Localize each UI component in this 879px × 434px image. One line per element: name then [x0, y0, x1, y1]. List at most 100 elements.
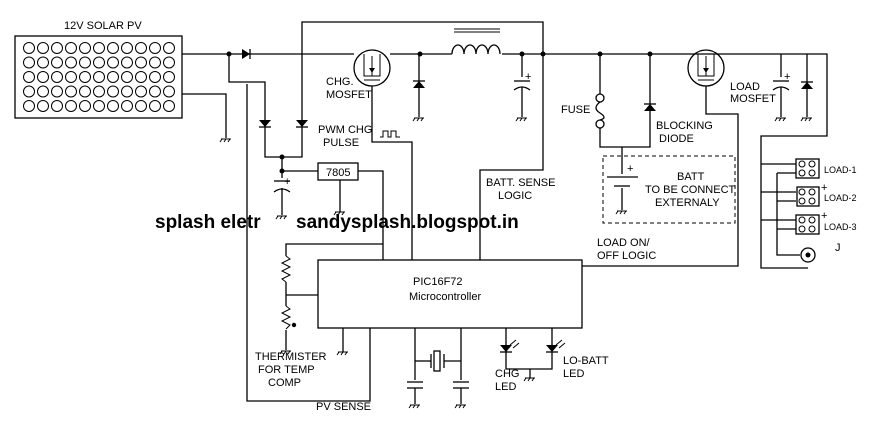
solar-cell: [37, 56, 49, 69]
solar-panel-label: 12V SOLAR PV: [64, 20, 142, 32]
blocking-diode-label: BLOCKING: [656, 120, 713, 132]
pv-sense-label: PV SENSE: [316, 401, 371, 413]
microcontroller: [317, 259, 583, 329]
solar-cell: [23, 42, 35, 54]
lobatt-led-label: LED: [563, 368, 584, 380]
solar-cell: [51, 100, 63, 112]
solar-cell: [79, 71, 91, 83]
blocking-diode-label: DIODE: [659, 133, 694, 145]
solar-cell: [107, 71, 119, 83]
solar-cell: [65, 85, 77, 98]
ground-icon: [523, 377, 535, 382]
regulator-label: 7805: [326, 167, 350, 179]
solar-cell: [149, 42, 161, 54]
screw-terminal: [798, 160, 806, 168]
solar-cell: [135, 42, 147, 54]
ground-symbols: [219, 117, 812, 409]
plus-sign: +: [627, 163, 633, 175]
solar-cell: [149, 85, 161, 98]
solar-cell: [37, 100, 49, 112]
plus-sign: +: [525, 71, 531, 83]
resistors: [280, 255, 297, 330]
solar-cell: [51, 85, 63, 98]
solar-cell: [163, 71, 175, 83]
solar-cell: [79, 56, 91, 69]
jack-label: J: [835, 242, 841, 254]
plus-sign: +: [784, 71, 790, 83]
mcu-part: PIC16F72: [413, 276, 463, 288]
ground-icon: [333, 211, 345, 216]
lobatt-led-label: LO-BATT: [563, 355, 609, 367]
watermark-right: sandysplash.blogspot.in: [296, 212, 519, 233]
leds: [500, 339, 566, 353]
diodes: [242, 49, 813, 128]
solar-cell: [93, 71, 105, 83]
solar-cell: [121, 71, 133, 83]
fuse: [595, 93, 605, 129]
thermister-label: THERMISTER: [255, 351, 327, 363]
screw-terminal: [808, 188, 816, 196]
chg-mosfet-symbol: [353, 49, 391, 87]
thermister-label: COMP: [268, 377, 301, 389]
plus-sign: +: [821, 210, 827, 222]
solar-cell: [121, 42, 133, 54]
crystal: [430, 350, 445, 372]
load-3-label: LOAD-3: [824, 222, 857, 232]
solar-cell: [37, 71, 49, 83]
solar-cell: [107, 100, 119, 112]
junctions: [226, 51, 653, 174]
load-2-label: LOAD-2: [824, 193, 857, 203]
solar-cell: [93, 85, 105, 98]
solar-cell: [107, 42, 119, 54]
ground-icon: [336, 351, 348, 356]
solar-cell: [23, 71, 35, 83]
pwm-label: PWM CHG: [318, 124, 372, 136]
watermark-left: splash eletr: [155, 212, 261, 233]
solar-cell: [51, 71, 63, 83]
ground-icon: [515, 117, 527, 122]
ground-icon: [279, 350, 291, 355]
pwm-pulse-icon: [380, 130, 400, 138]
plus-sign: +: [284, 176, 290, 188]
solar-cell: [37, 85, 49, 98]
solar-cell: [37, 42, 49, 54]
solar-cell: [51, 42, 63, 54]
solar-cell: [121, 85, 133, 98]
screw-terminal: [808, 225, 816, 233]
ground-icon: [219, 138, 231, 143]
battery-label: BATT: [677, 171, 705, 183]
solar-cell: [79, 42, 91, 54]
load-mosfet-label: MOSFET: [730, 93, 776, 105]
solar-panel: [14, 35, 183, 119]
solar-cell: [79, 100, 91, 112]
screw-terminal: [798, 188, 806, 196]
chg-led-label: CHG: [495, 368, 519, 380]
solar-cell: [135, 71, 147, 83]
solar-cell: [149, 71, 161, 83]
solar-cell: [135, 56, 147, 69]
solar-cell: [93, 100, 105, 112]
solar-cell: [93, 56, 105, 69]
solar-cell: [107, 85, 119, 98]
solar-cell: [135, 100, 147, 112]
solar-cell: [23, 100, 35, 112]
load-mosfet-symbol: [687, 49, 725, 87]
load-1-label: LOAD-1: [824, 165, 857, 175]
inductor: [451, 28, 501, 55]
battery-label: TO BE CONNECT: [645, 184, 736, 196]
ground-icon: [454, 404, 466, 409]
screw-terminal: [808, 169, 816, 177]
solar-cell: [163, 42, 175, 54]
ground-icon: [615, 210, 627, 215]
chg-mosfet-label: CHG.: [326, 76, 354, 88]
solar-cell: [23, 85, 35, 98]
solar-cell: [65, 100, 77, 112]
regulator-7805: [317, 162, 359, 181]
load-logic-label: LOAD ON/: [597, 237, 651, 249]
solar-cell: [65, 71, 77, 83]
solar-cell: [107, 56, 119, 69]
load-mosfet-label: LOAD: [730, 81, 760, 93]
screw-terminal: [798, 216, 806, 224]
